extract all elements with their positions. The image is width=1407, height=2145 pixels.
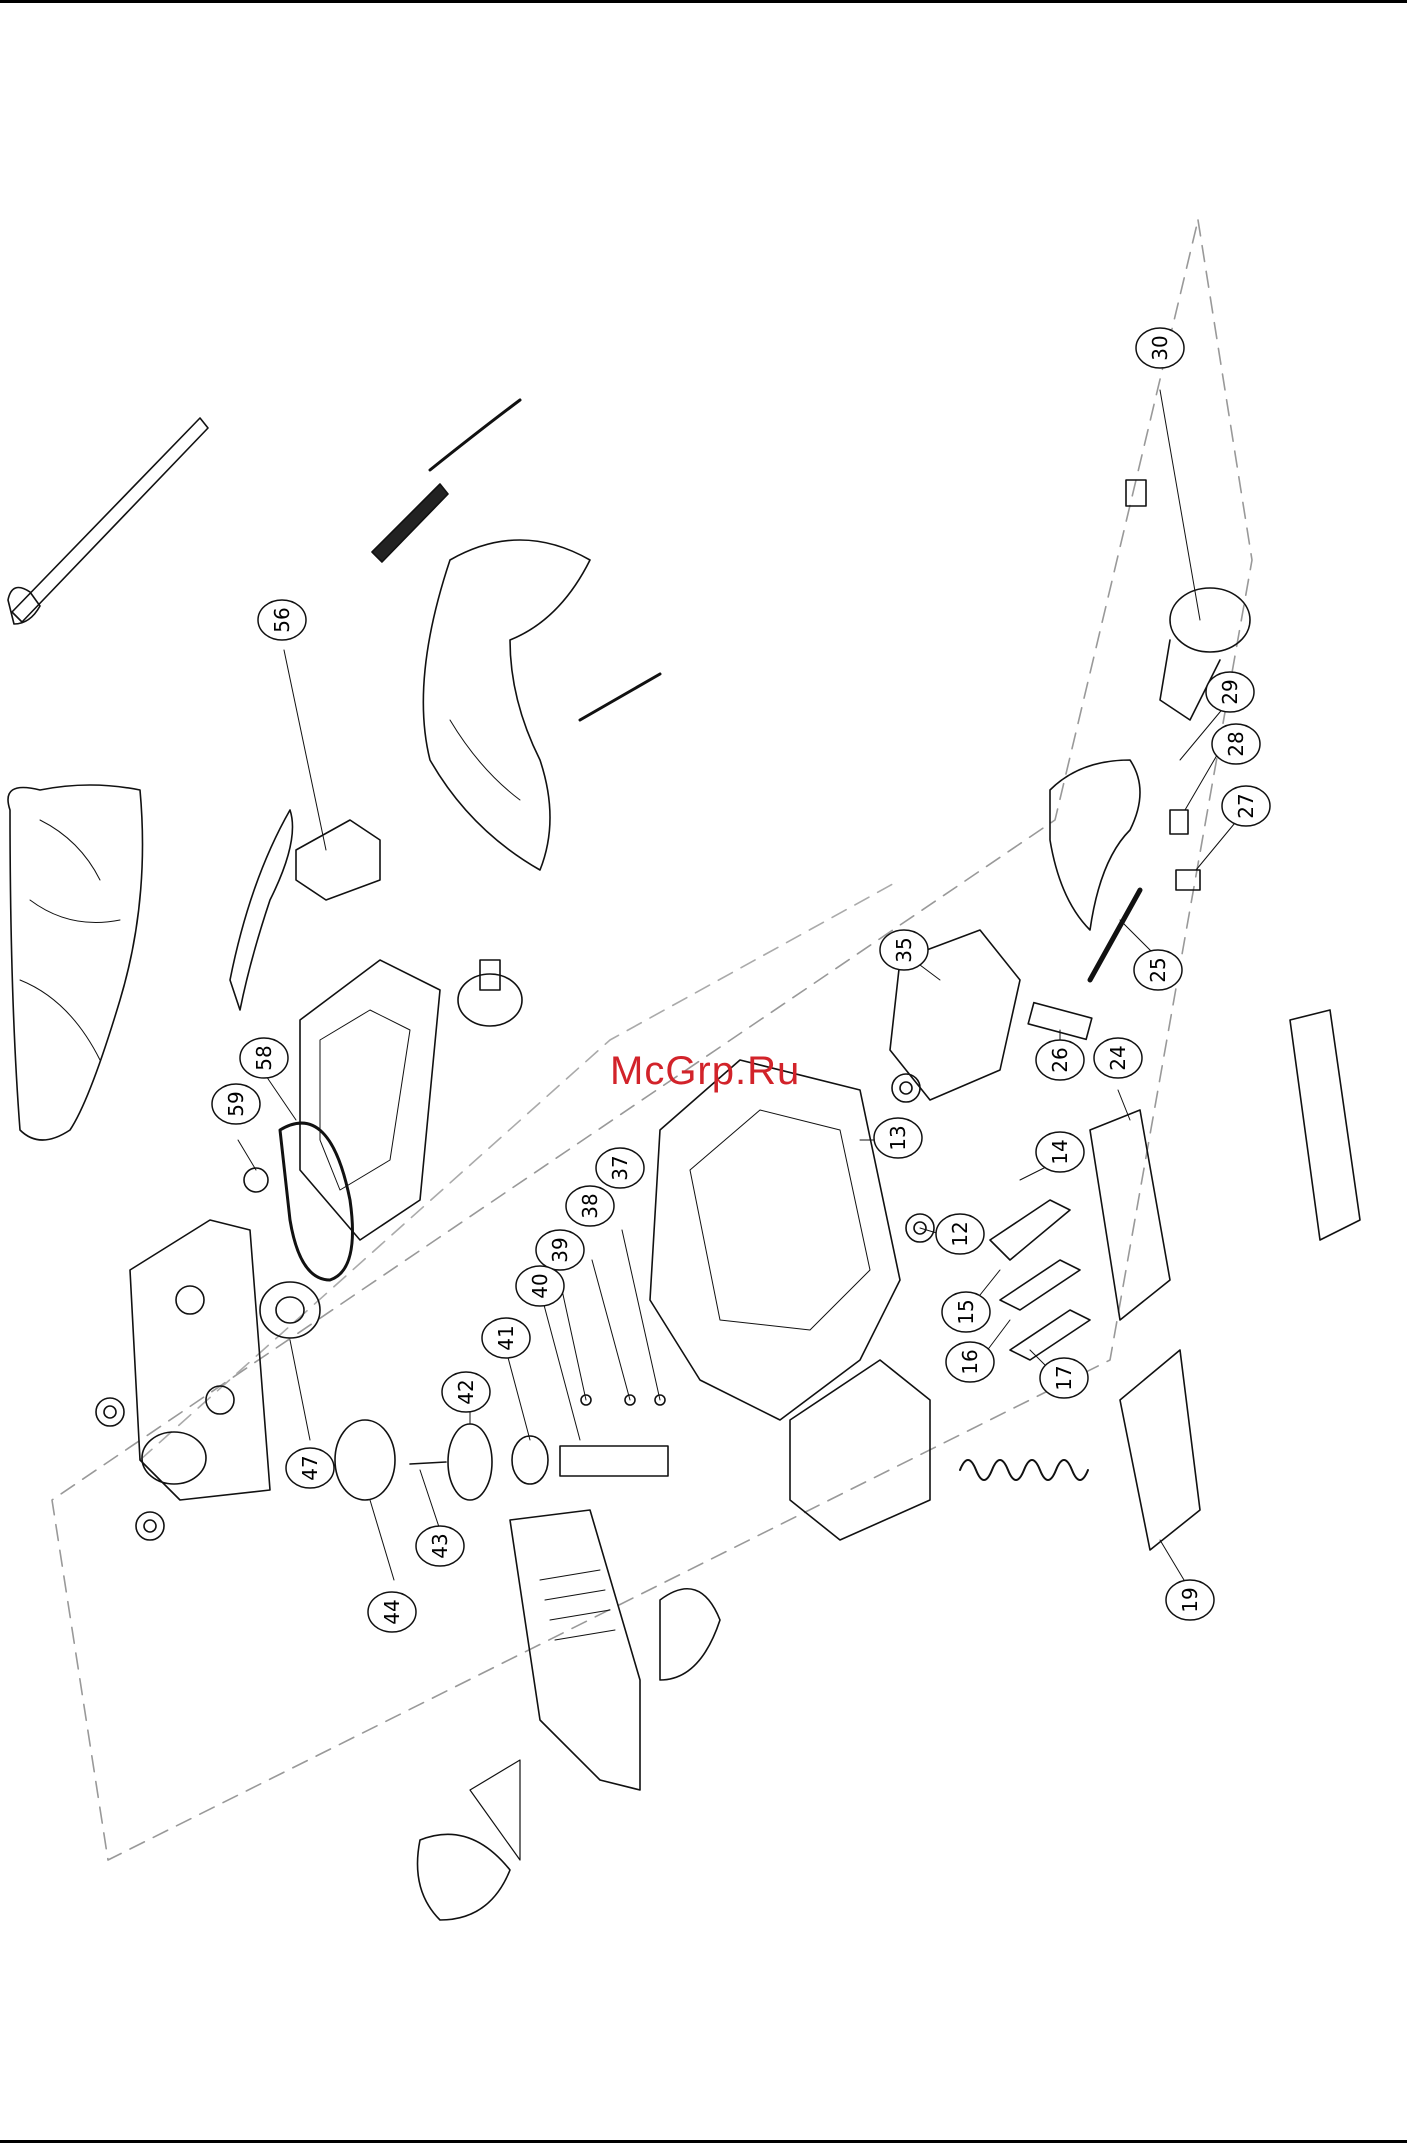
trigger [230,810,293,1010]
svg-text:40: 40 [528,1273,552,1298]
wrench-icon [8,418,208,624]
callout-12: 12 [936,1214,984,1254]
svg-text:12: 12 [948,1221,972,1246]
power-cord [430,400,520,470]
depth-adjust-knob [458,960,522,1026]
svg-text:39: 39 [548,1237,572,1262]
callout-15: 15 [942,1292,990,1332]
part-callouts: 30 29 28 27 25 26 24 35 [212,328,1270,1632]
svg-text:43: 43 [428,1533,452,1558]
svg-text:37: 37 [608,1155,632,1180]
rotor-shaft [1090,890,1140,980]
callout-16: 16 [946,1342,994,1382]
svg-text:15: 15 [954,1299,978,1324]
switch-block [296,820,380,900]
svg-text:19: 19 [1178,1587,1202,1612]
flange-42 [448,1424,492,1500]
callout-58: 58 [240,1038,288,1078]
callout-17: 17 [1040,1358,1088,1398]
callout-24: 24 [1094,1038,1142,1078]
svg-text:25: 25 [1146,957,1170,982]
callout-41: 41 [482,1318,530,1358]
callout-30: 30 [1136,328,1184,368]
drive-belt [280,1123,353,1280]
chip-deflector [418,1834,511,1920]
svg-text:16: 16 [958,1349,982,1374]
small-guard [660,1589,720,1680]
leader-lines [238,390,1244,1590]
callout-38: 38 [566,1186,614,1226]
svg-text:58: 58 [252,1045,276,1070]
strain-relief [372,484,448,562]
callout-44: 44 [368,1592,416,1632]
mounting-plate [1090,1110,1170,1320]
dust-port-tube [142,1432,206,1484]
svg-text:13: 13 [886,1125,910,1150]
svg-text:42: 42 [454,1379,478,1404]
screw-43 [410,1462,446,1464]
svg-text:38: 38 [578,1193,602,1218]
svg-text:27: 27 [1234,793,1258,818]
dust-bag [8,785,143,1140]
watermark-text: McGrp.Ru [610,1049,800,1093]
brush-cap [1126,480,1146,506]
callout-47: 47 [286,1448,334,1488]
rear-handle-housing [423,540,590,870]
assembly-dash-diagonal [140,880,900,1460]
callout-43: 43 [416,1526,464,1566]
gear-housing-plate [130,1220,270,1500]
callout-40: 40 [516,1266,564,1306]
svg-text:35: 35 [892,937,916,962]
callout-28: 28 [1212,724,1260,764]
svg-text:44: 44 [380,1599,404,1624]
callout-42: 42 [442,1372,490,1412]
blade-16 [1000,1260,1080,1310]
small-pulley [244,1168,268,1192]
svg-text:41: 41 [494,1325,518,1350]
svg-text:24: 24 [1106,1045,1130,1070]
callout-59: 59 [212,1084,260,1124]
lower-blade-housing [510,1510,640,1790]
blade-15 [990,1200,1070,1260]
svg-text:28: 28 [1224,731,1248,756]
svg-text:14: 14 [1048,1139,1072,1164]
svg-text:30: 30 [1148,335,1172,360]
handle-spring [580,674,660,720]
flange-41 [512,1436,548,1484]
rear-shoe [1120,1350,1200,1550]
svg-text:29: 29 [1218,679,1242,704]
callout-19: 19 [1166,1580,1214,1620]
svg-text:17: 17 [1052,1365,1076,1390]
svg-text:56: 56 [270,607,294,632]
callout-35: 35 [880,930,928,970]
callout-37: 37 [596,1148,644,1188]
large-pulley [260,1282,320,1338]
callout-26: 26 [1036,1040,1084,1080]
base-shoe [790,1360,930,1540]
knob-cap [335,1420,395,1500]
callout-14: 14 [1036,1132,1084,1172]
callout-39: 39 [536,1230,584,1270]
side-tray [1290,1010,1360,1240]
belt-cover [300,960,440,1240]
shaft-40 [560,1446,668,1476]
svg-text:47: 47 [298,1455,322,1480]
callout-25: 25 [1134,950,1182,990]
coil-spring [960,1460,1088,1480]
callout-29: 29 [1206,672,1254,712]
carbon-brush [1170,810,1188,834]
bearing-icon [96,1074,934,1540]
svg-text:26: 26 [1048,1047,1072,1072]
callout-27: 27 [1222,786,1270,826]
svg-text:59: 59 [224,1091,248,1116]
assembly-dash-outline [52,220,1252,1860]
callout-13: 13 [874,1118,922,1158]
blade-17 [1010,1310,1090,1360]
callout-56: 56 [258,600,306,640]
